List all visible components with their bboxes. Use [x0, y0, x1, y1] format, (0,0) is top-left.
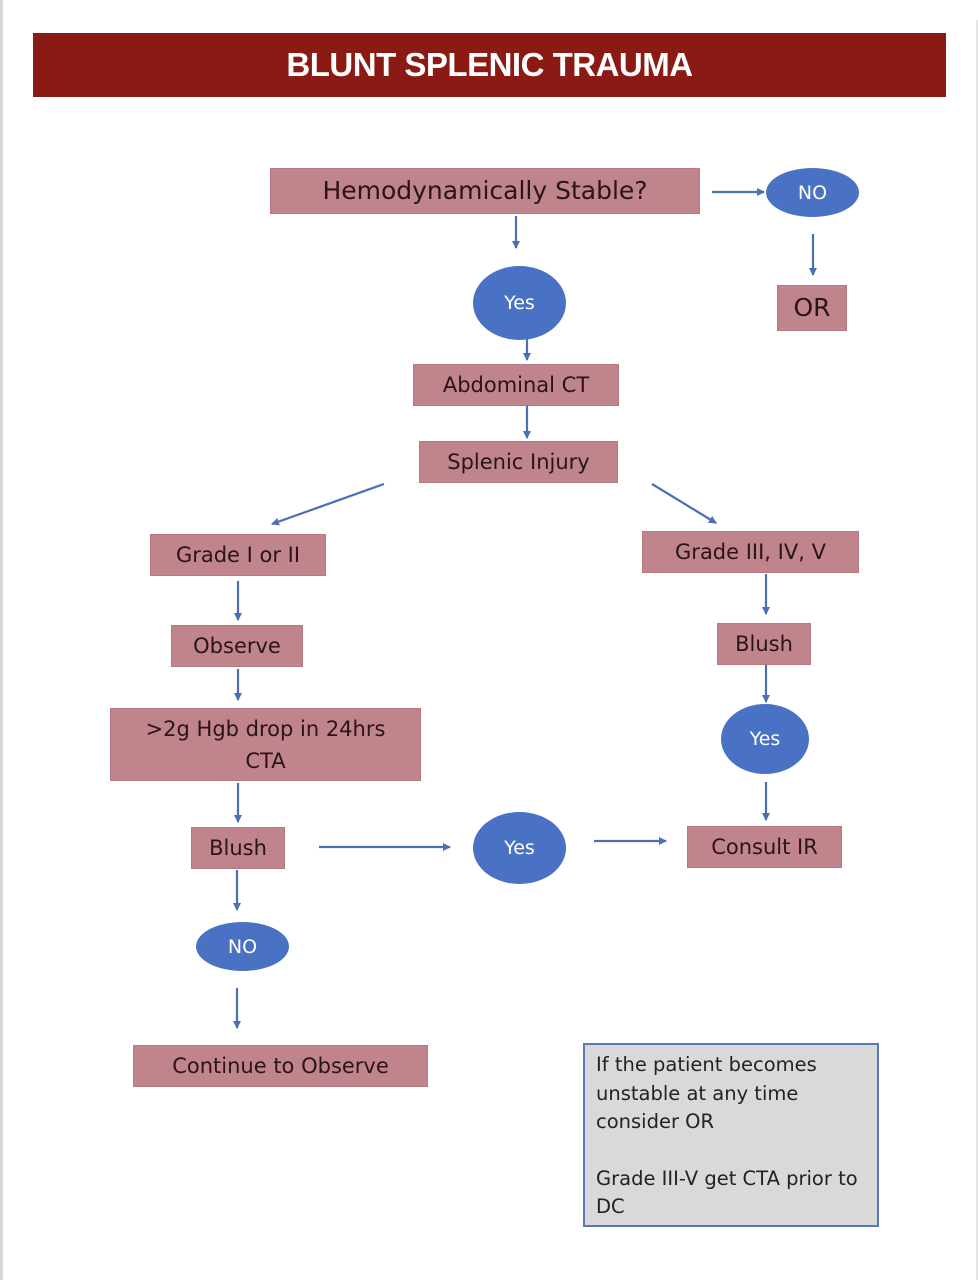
arrow-splenic-to-grade-high	[651, 483, 717, 524]
node-label: Grade I or II	[175, 543, 301, 567]
node-hgb-drop-cta: >2g Hgb drop in 24hrs CTA	[110, 708, 421, 781]
node-yes-stable: Yes	[473, 266, 566, 340]
node-consult-ir: Consult IR	[687, 826, 842, 868]
node-grade-i-ii: Grade I or II	[150, 534, 326, 576]
node-label: Consult IR	[711, 835, 818, 859]
node-label: Blush	[209, 836, 267, 860]
node-label: Yes	[749, 728, 781, 750]
node-yes-middle: Yes	[473, 812, 566, 884]
node-label: NO	[227, 935, 258, 958]
node-label-line2: CTA	[245, 748, 286, 773]
page-left-edge	[0, 0, 3, 1280]
node-no-unstable: NO	[766, 168, 859, 217]
node-or: OR	[777, 285, 847, 331]
node-grade-iii-v: Grade III, IV, V	[642, 531, 859, 573]
note-grade-cta: Grade III-V get CTA prior to DC	[596, 1166, 858, 1219]
node-label: Abdominal CT	[442, 373, 590, 397]
node-continue-observe: Continue to Observe	[133, 1045, 428, 1087]
node-label: Blush	[735, 632, 793, 656]
node-blush-left: Blush	[191, 827, 285, 869]
node-label: Continue to Observe	[172, 1054, 389, 1078]
node-no-blush: NO	[196, 922, 289, 971]
page-title: BLUNT SPLENIC TRAUMA	[286, 46, 693, 83]
node-label-line1: >2g Hgb drop in 24hrs	[145, 716, 386, 741]
node-label: OR	[793, 293, 831, 322]
node-label: Splenic Injury	[447, 450, 590, 474]
node-label: NO	[797, 181, 828, 204]
node-label: Grade III, IV, V	[675, 540, 826, 564]
node-label: Yes	[504, 292, 535, 314]
arrow-splenic-to-grade-low	[271, 482, 385, 526]
page-right-edge	[976, 20, 978, 1280]
node-blush-right: Blush	[717, 623, 811, 665]
node-label: Yes	[504, 837, 535, 859]
node-label: Hemodynamically Stable?	[322, 176, 648, 205]
node-abdominal-ct: Abdominal CT	[413, 364, 619, 406]
node-label: Observe	[193, 634, 281, 658]
clinical-note-box: If the patient becomes unstable at any t…	[583, 1043, 879, 1227]
node-hemodynamically-stable: Hemodynamically Stable?	[270, 168, 700, 214]
node-yes-right: Yes	[721, 704, 809, 774]
note-unstable-or: If the patient becomes unstable at any t…	[596, 1053, 817, 1133]
title-banner: BLUNT SPLENIC TRAUMA	[33, 33, 946, 97]
node-splenic-injury: Splenic Injury	[419, 441, 618, 483]
node-observe: Observe	[171, 625, 303, 667]
